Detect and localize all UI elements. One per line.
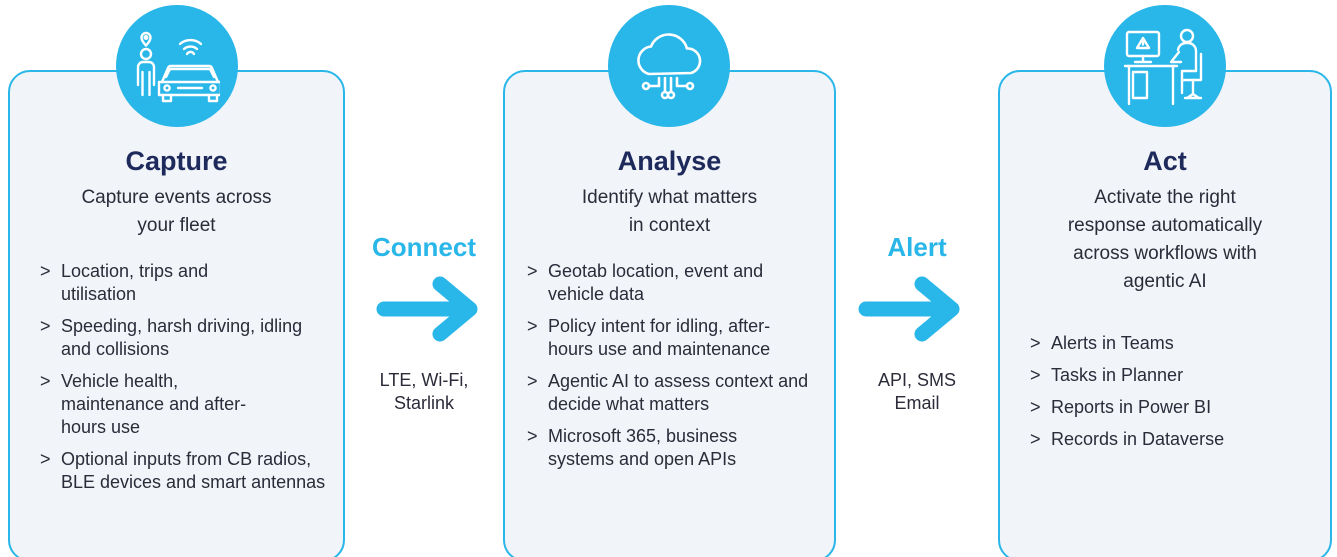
act-title: Act (1143, 146, 1187, 176)
act-subtitle-line-1: Activate the right (1094, 187, 1236, 208)
act-subtitle-line-4: agentic AI (1123, 271, 1207, 292)
capture-item: Optional inputs from CB radios, BLE devi… (40, 448, 330, 494)
operator-workstation-icon (1104, 5, 1226, 127)
analyse-title: Analyse (617, 146, 722, 176)
alert-subtitle: API, SMS Email (836, 369, 998, 415)
capture-title: Capture (125, 146, 228, 176)
connect-subtitle-line-2: Starlink (393, 393, 455, 413)
act-list: Alerts in Teams Tasks in Planner Reports… (1030, 332, 1330, 460)
act-item: Alerts in Teams (1030, 332, 1330, 355)
analyse-subtitle-line-1: Identify what matters (581, 187, 758, 208)
act-subtitle-line-2: response automatically (1067, 215, 1263, 236)
connect-subtitle-line-1: LTE, Wi-Fi, (379, 370, 469, 390)
capture-item: Vehicle health, maintenance and after-ho… (40, 370, 275, 439)
alert-arrow-icon (858, 276, 960, 342)
analyse-card: Analyse Identify what matters in context… (503, 70, 836, 557)
analyse-list: Geotab location, event and vehicle data … (527, 260, 827, 480)
capture-item: Location, trips and utilisation (40, 260, 260, 306)
analyse-item: Microsoft 365, business systems and open… (527, 425, 797, 471)
capture-list: Location, trips and utilisation Speeding… (40, 260, 340, 503)
analyse-subtitle: Identify what matters in context (505, 184, 834, 240)
analyse-item: Geotab location, event and vehicle data (527, 260, 797, 306)
act-subtitle-line-3: across workflows with (1073, 243, 1257, 264)
person-car-icon (116, 5, 238, 127)
act-subtitle: Activate the right response automaticall… (1000, 184, 1330, 296)
capture-subtitle: Capture events across your fleet (10, 184, 343, 240)
alert-title: Alert (887, 232, 947, 262)
analyse-item: Agentic AI to assess context and decide … (527, 370, 817, 416)
alert-subtitle-line-2: Email (894, 393, 940, 413)
act-item: Tasks in Planner (1030, 364, 1330, 387)
act-card: Act Activate the right response automati… (998, 70, 1332, 557)
act-item: Reports in Power BI (1030, 396, 1330, 419)
capture-item: Speeding, harsh driving, idling and coll… (40, 315, 335, 361)
analyse-subtitle-line-2: in context (628, 215, 711, 236)
connect-subtitle: LTE, Wi-Fi, Starlink (345, 369, 503, 415)
alert-subtitle-line-1: API, SMS (877, 370, 957, 390)
analyse-item: Policy intent for idling, after-hours us… (527, 315, 797, 361)
act-item: Records in Dataverse (1030, 428, 1330, 451)
capture-card: Capture Capture events across your fleet… (8, 70, 345, 557)
cloud-network-icon (608, 5, 730, 127)
capture-subtitle-line-2: your fleet (137, 215, 216, 236)
capture-subtitle-line-1: Capture events across (81, 187, 272, 208)
connect-title: Connect (372, 232, 476, 262)
connect-arrow-icon (376, 276, 478, 342)
